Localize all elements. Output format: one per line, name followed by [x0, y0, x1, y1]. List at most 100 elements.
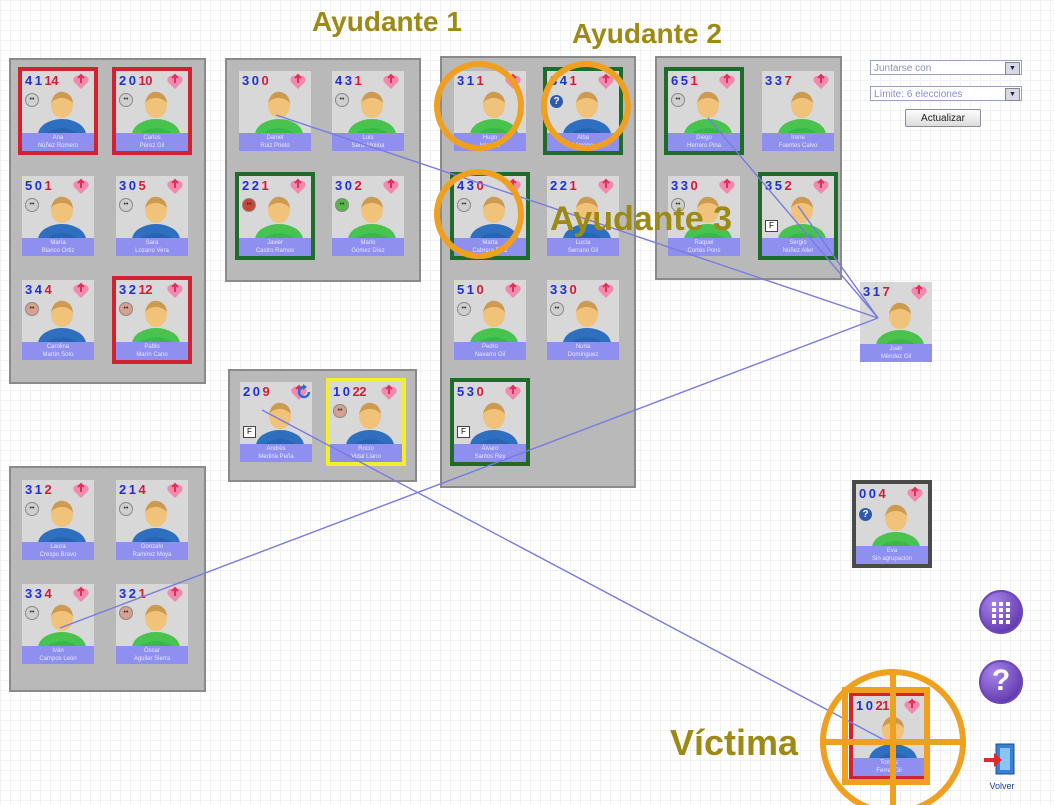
- last-name: Iglesias: [479, 143, 501, 149]
- student-avatar: [128, 294, 184, 360]
- score-n2: 1: [128, 482, 136, 497]
- student-avatar: [872, 296, 928, 362]
- student-avatar: [868, 498, 924, 564]
- score-n3: 14: [44, 73, 58, 88]
- score-n2: 0: [34, 178, 42, 193]
- grid-icon: [992, 602, 1010, 624]
- back-button[interactable]: Volver: [982, 740, 1022, 792]
- score-n2: 3: [34, 586, 42, 601]
- score-n2: 0: [868, 486, 876, 501]
- update-button[interactable]: Actualizar: [905, 109, 981, 127]
- label-helper3: Ayudante 3: [550, 200, 733, 238]
- first-name: Raquel: [694, 240, 714, 246]
- last-name: Herrero Pina: [686, 143, 721, 149]
- student-avatar: [128, 85, 184, 151]
- first-name: Carolina: [46, 344, 70, 350]
- first-name: Luis: [362, 135, 374, 141]
- score-n2: 4: [34, 282, 42, 297]
- chevron-down-icon: ▼: [1005, 62, 1020, 75]
- score-n3: 22: [352, 384, 366, 399]
- help-button[interactable]: ?: [979, 660, 1023, 704]
- score-n1: 5: [457, 384, 464, 399]
- first-name: Carlos: [143, 135, 161, 141]
- score-n1: 3: [457, 73, 464, 88]
- first-name: Hugo: [482, 135, 498, 141]
- score-n3: 9: [262, 384, 270, 399]
- heart-arrow-icon: [166, 178, 184, 196]
- student-avatar: [342, 396, 398, 462]
- heart-arrow-icon: [597, 178, 615, 196]
- refresh-icon[interactable]: [296, 384, 312, 400]
- heart-arrow-icon: [718, 178, 736, 196]
- heart-arrow-icon: [72, 73, 90, 91]
- join-select[interactable]: Juntarse con ▼: [870, 60, 1022, 75]
- last-name: Cortés Pons: [687, 248, 721, 254]
- score-n1: 5: [457, 282, 464, 297]
- mood-face-icon: ••: [119, 606, 133, 620]
- student-avatar: [252, 396, 308, 462]
- mood-face-icon: ••: [333, 404, 347, 418]
- score-n2: 2: [128, 586, 136, 601]
- last-name: Serrano Gil: [567, 248, 599, 254]
- mood-face-icon: ••: [25, 93, 39, 107]
- last-name: Ruiz Prieto: [260, 143, 290, 149]
- mood-face-icon: ••: [242, 198, 256, 212]
- flag-icon: F: [765, 220, 778, 232]
- student-avatar: [774, 85, 830, 151]
- limit-select[interactable]: Límite: 6 elecciones ▼: [870, 86, 1022, 101]
- mood-face-icon: ••: [457, 198, 471, 212]
- score-n1: 3: [119, 178, 126, 193]
- first-name: Eva: [886, 548, 898, 554]
- score-n3: 7: [882, 284, 890, 299]
- grid-view-button[interactable]: [979, 590, 1023, 634]
- score-n2: 3: [680, 178, 688, 193]
- heart-arrow-icon: [166, 73, 184, 91]
- score-n2: 1: [466, 73, 474, 88]
- score-n1: 3: [119, 586, 126, 601]
- mood-face-icon: ••: [119, 502, 133, 516]
